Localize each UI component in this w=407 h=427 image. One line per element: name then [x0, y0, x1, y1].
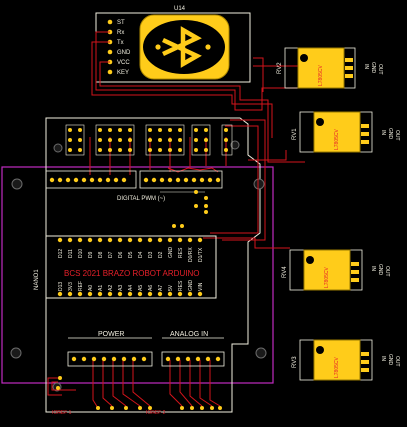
- bluetooth-ref: U14: [174, 6, 186, 12]
- svg-text:A7: A7: [158, 285, 164, 291]
- svg-text:D2: D2: [158, 251, 164, 258]
- svg-text:GND: GND: [370, 62, 376, 74]
- svg-text:GND: GND: [168, 247, 174, 259]
- power-header[interactable]: [67, 351, 153, 367]
- svg-text:A6: A6: [148, 285, 154, 291]
- analog-header[interactable]: [161, 351, 225, 367]
- svg-text:D8: D8: [98, 251, 104, 258]
- nano-bottom-pins: [57, 291, 203, 297]
- svg-text:L7805CV: L7805CV: [334, 128, 340, 150]
- svg-text:A1: A1: [98, 285, 104, 291]
- bt-pin-key: KEY: [117, 70, 129, 76]
- svg-text:IN: IN: [380, 356, 386, 361]
- svg-text:IN: IN: [363, 64, 369, 69]
- svg-text:RV3: RV3: [292, 356, 298, 368]
- svg-text:A3: A3: [118, 285, 124, 291]
- svg-text:RES: RES: [178, 247, 184, 258]
- bt-pin-rx: Rx: [117, 30, 124, 36]
- svg-text:OUT: OUT: [394, 130, 400, 141]
- svg-text:L7805CV: L7805CV: [334, 356, 340, 378]
- svg-text:RES: RES: [178, 280, 184, 291]
- svg-text:GND: GND: [387, 128, 393, 140]
- svg-text:3V3: 3V3: [68, 282, 74, 291]
- nano-top-pins: [57, 237, 203, 243]
- digital-header[interactable]: [45, 170, 223, 189]
- svg-text:A0: A0: [88, 285, 94, 291]
- svg-text:D13: D13: [58, 282, 64, 291]
- board-outline: [1, 166, 274, 384]
- svg-text:D7: D7: [108, 251, 114, 258]
- nano-bottom-labels: D13 3V3 REF A0 A1 A2 A3 A4 A5 A6 A7 5V R…: [58, 280, 204, 292]
- svg-text:D11: D11: [68, 249, 74, 258]
- bottom-header[interactable]: IOREF 1 IOREF 2: [52, 376, 222, 416]
- svg-text:A5: A5: [138, 285, 144, 291]
- svg-text:RV1: RV1: [292, 128, 298, 140]
- nano-ref: NANO1: [34, 269, 40, 290]
- svg-text:D1/TX: D1/TX: [198, 247, 204, 262]
- arduino-nano[interactable]: BCS 2021 BRAZO ROBOT ARDUINO: [45, 235, 217, 299]
- svg-text:A4: A4: [128, 285, 134, 291]
- power-label: POWER: [98, 331, 124, 338]
- analog-label: ANALOG IN: [170, 331, 208, 338]
- mounting-holes: [10, 140, 267, 392]
- svg-text:OUT: OUT: [394, 356, 400, 367]
- svg-text:D3: D3: [148, 251, 154, 258]
- regulator-rv3[interactable]: L7805CV IN GND OUT RV3: [292, 339, 400, 381]
- svg-text:RV4: RV4: [282, 266, 288, 278]
- svg-text:D5: D5: [128, 251, 134, 258]
- regulator-rv1[interactable]: L7805CV IN GND OUT RV1: [292, 111, 400, 153]
- svg-text:D10: D10: [78, 249, 84, 258]
- svg-text:L7805CV: L7805CV: [324, 266, 330, 288]
- servo-headers[interactable]: [68, 128, 228, 152]
- bt-pin-vcc: VCC: [117, 60, 130, 66]
- svg-text:A2: A2: [108, 285, 114, 291]
- svg-text:L7805CV: L7805CV: [318, 64, 324, 86]
- svg-text:GND: GND: [387, 354, 393, 366]
- svg-text:RV2: RV2: [277, 62, 283, 74]
- svg-text:REF: REF: [78, 281, 84, 291]
- bluetooth-module[interactable]: U14 ST Rx Tx GND VCC KEY: [95, 6, 251, 83]
- svg-text:D0/RX: D0/RX: [188, 247, 194, 262]
- regulator-rv4[interactable]: L7805CV IN GND OUT RV4: [282, 249, 390, 291]
- shield-outline: [45, 117, 261, 413]
- svg-text:VIN: VIN: [198, 282, 204, 291]
- svg-text:D9: D9: [88, 251, 94, 258]
- svg-text:D4: D4: [138, 251, 144, 258]
- board-title: BCS 2021 BRAZO ROBOT ARDUINO: [64, 269, 199, 278]
- svg-text:5V: 5V: [168, 284, 174, 291]
- svg-text:GND: GND: [377, 264, 383, 276]
- digital-label: DIGITAL PWM (~): [117, 196, 165, 202]
- svg-text:OUT: OUT: [377, 64, 383, 75]
- bt-pin-tx: Tx: [117, 40, 124, 46]
- ioref-label-2: IOREF 2: [146, 410, 166, 416]
- svg-text:IN: IN: [380, 130, 386, 135]
- nano-top-labels: D12 D11 D10 D9 D8 D7 D6 D5 D4 D3 D2 GND …: [58, 247, 204, 263]
- svg-text:D6: D6: [118, 251, 124, 258]
- bt-pin-st: ST: [117, 20, 125, 26]
- svg-text:OUT: OUT: [384, 266, 390, 277]
- svg-text:GND: GND: [188, 280, 194, 292]
- aux-pads: [172, 190, 208, 228]
- regulator-rv2[interactable]: L7805CV IN GND OUT RV2: [277, 47, 383, 89]
- svg-text:IN: IN: [370, 266, 376, 271]
- svg-text:D12: D12: [58, 249, 64, 258]
- bt-pin-gnd: GND: [117, 50, 131, 56]
- servo-header-outlines: [65, 124, 233, 156]
- ioref-label-1: IOREF 1: [52, 410, 72, 416]
